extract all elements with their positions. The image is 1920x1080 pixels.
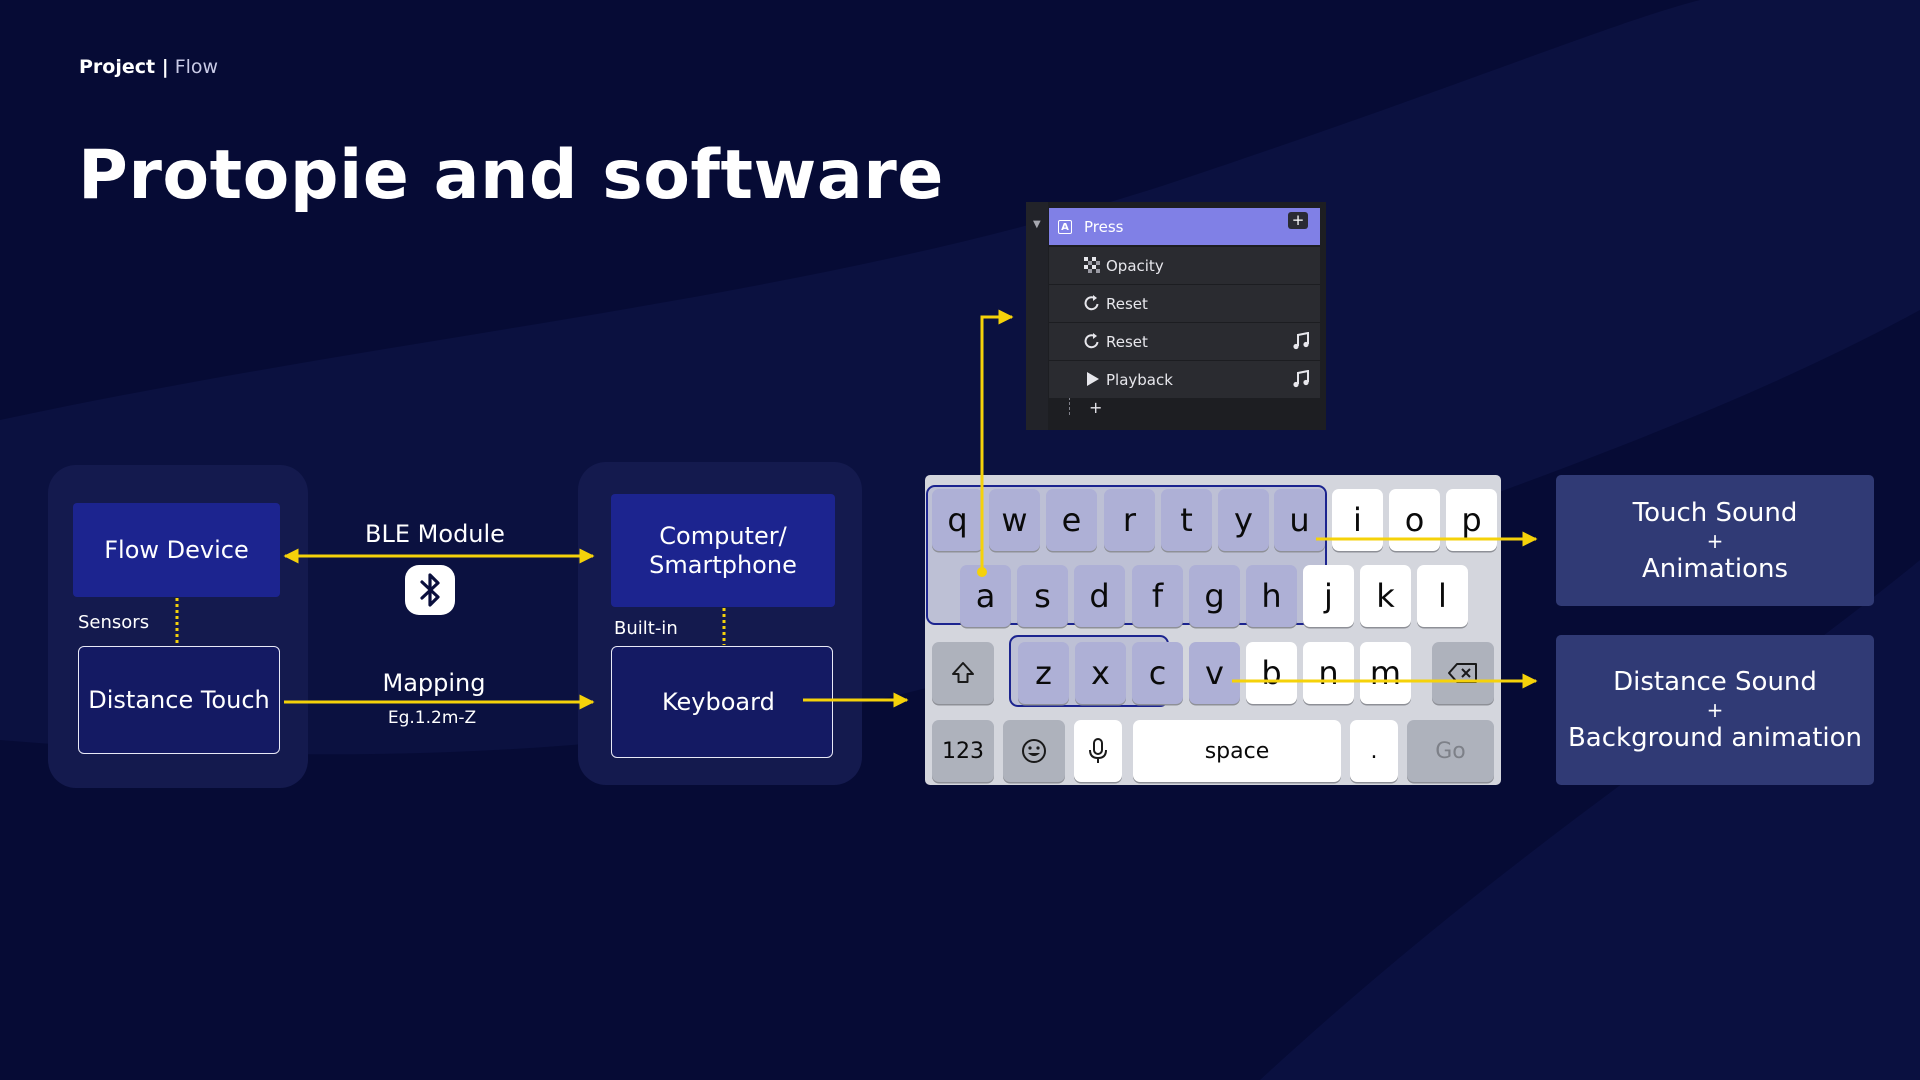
microphone-icon: [1089, 738, 1107, 763]
mapping-example-label: Eg.1.2m-Z: [387, 708, 477, 728]
distance-touch-box: Distance Touch: [78, 646, 280, 754]
mapping-label: Mapping: [382, 669, 486, 697]
music-note-icon: [1293, 370, 1309, 388]
bluetooth-icon: [405, 565, 455, 615]
key-g[interactable]: g: [1189, 565, 1240, 627]
distance-output-box: Distance Sound + Background animation: [1556, 635, 1874, 785]
key-p[interactable]: p: [1446, 489, 1497, 551]
key-w[interactable]: w: [989, 489, 1040, 551]
opacity-icon: [1084, 257, 1100, 273]
key-u[interactable]: u: [1274, 489, 1325, 551]
plus-sign: +: [1706, 698, 1724, 722]
collapse-caret-icon[interactable]: ▼: [1033, 219, 1041, 230]
reset-icon: [1084, 295, 1099, 311]
plus-sign: +: [1706, 528, 1724, 553]
key-j[interactable]: j: [1303, 565, 1354, 627]
backspace-key[interactable]: [1432, 642, 1494, 704]
action-row-playback[interactable]: Playback: [1049, 360, 1320, 398]
page-title: Protopie and software: [78, 136, 944, 215]
ble-module-label: BLE Module: [365, 520, 505, 548]
action-label: Reset: [1106, 333, 1148, 351]
add-response-button[interactable]: +: [1288, 212, 1308, 229]
panel-sidebar: [1026, 202, 1048, 430]
play-icon: [1087, 372, 1099, 386]
period-key[interactable]: .: [1350, 720, 1398, 782]
emoji-icon: [1022, 739, 1046, 763]
action-row-reset[interactable]: Reset: [1049, 284, 1320, 322]
shift-key[interactable]: [932, 642, 994, 704]
key-v[interactable]: v: [1189, 642, 1240, 704]
key-z[interactable]: z: [1018, 642, 1069, 704]
key-r[interactable]: r: [1104, 489, 1155, 551]
key-s[interactable]: s: [1017, 565, 1068, 627]
key-a[interactable]: a: [960, 565, 1011, 627]
music-note-icon: [1293, 332, 1309, 350]
key-b[interactable]: b: [1246, 642, 1297, 704]
go-key[interactable]: Go: [1407, 720, 1494, 782]
add-action-button[interactable]: +: [1089, 398, 1103, 417]
backspace-icon: [1448, 663, 1477, 683]
emoji-key[interactable]: [1003, 720, 1065, 782]
keyboard-box: Keyboard: [611, 646, 833, 758]
key-x[interactable]: x: [1075, 642, 1126, 704]
key-f[interactable]: f: [1132, 565, 1183, 627]
action-label: Opacity: [1106, 257, 1164, 275]
key-c[interactable]: c: [1132, 642, 1183, 704]
touch-sound-text: Touch Sound: [1632, 497, 1798, 528]
distance-sound-text: Distance Sound: [1613, 667, 1817, 697]
ios-keyboard: q w e r t y u i o p a s d f g h j k l z …: [925, 475, 1501, 785]
action-label: Reset: [1106, 295, 1148, 313]
action-row-opacity[interactable]: Opacity: [1049, 246, 1320, 284]
key-k[interactable]: k: [1360, 565, 1411, 627]
trigger-label: Press: [1084, 218, 1124, 236]
numbers-key[interactable]: 123: [932, 720, 994, 782]
protopie-interaction-panel: ▼ A Press + Opacity Reset Reset: [1026, 202, 1326, 430]
space-key[interactable]: space: [1133, 720, 1341, 782]
layer-a-icon: A: [1058, 220, 1072, 234]
computer-smartphone-box: Computer/ Smartphone: [611, 494, 835, 607]
flow-device-box: Flow Device: [73, 503, 280, 597]
breadcrumb-flow: Flow: [174, 56, 219, 78]
key-m[interactable]: m: [1360, 642, 1411, 704]
key-o[interactable]: o: [1389, 489, 1440, 551]
key-q[interactable]: q: [932, 489, 983, 551]
key-t[interactable]: t: [1161, 489, 1212, 551]
reset-icon: [1084, 333, 1099, 349]
animations-text: Animations: [1641, 553, 1789, 584]
built-in-label: Built-in: [614, 618, 678, 639]
action-label: Playback: [1106, 371, 1173, 389]
breadcrumb: Project | Flow: [79, 56, 218, 78]
background-animation-text: Background animation: [1567, 723, 1863, 753]
microphone-key[interactable]: [1074, 720, 1122, 782]
trigger-press-row[interactable]: A Press +: [1049, 208, 1320, 245]
sensors-label: Sensors: [78, 612, 150, 633]
key-d[interactable]: d: [1074, 565, 1125, 627]
key-n[interactable]: n: [1303, 642, 1354, 704]
key-e[interactable]: e: [1046, 489, 1097, 551]
action-row-reset-sound[interactable]: Reset: [1049, 322, 1320, 360]
key-i[interactable]: i: [1332, 489, 1383, 551]
touch-output-box: Touch Sound + Animations: [1556, 475, 1874, 606]
shift-icon: [952, 662, 974, 683]
key-y[interactable]: y: [1218, 489, 1269, 551]
key-h[interactable]: h: [1246, 565, 1297, 627]
key-l[interactable]: l: [1417, 565, 1468, 627]
breadcrumb-project: Project |: [79, 56, 169, 78]
